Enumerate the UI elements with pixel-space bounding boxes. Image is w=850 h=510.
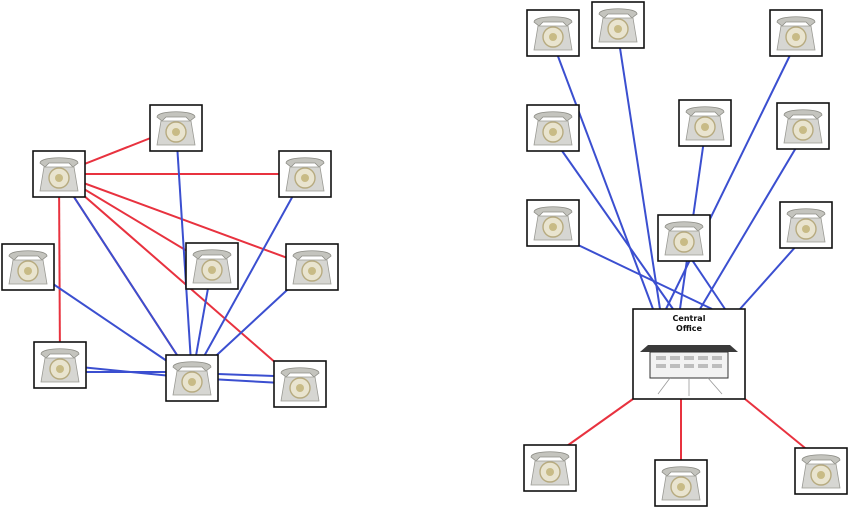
rotary-telephone-icon: [779, 201, 833, 249]
rotary-telephone-icon: [273, 360, 327, 408]
rotary-telephone-icon: [149, 104, 203, 152]
rotary-telephone-icon: [776, 102, 830, 150]
rotary-telephone-icon: [165, 354, 219, 402]
rotary-telephone-icon: [591, 1, 645, 49]
rotary-telephone-icon: [33, 341, 87, 389]
red-connection-line: [58, 173, 301, 385]
rotary-telephone-icon: [526, 9, 580, 57]
rotary-telephone-icon: [523, 444, 577, 492]
rotary-telephone-icon: [32, 150, 86, 198]
blue-connection-line: [699, 135, 804, 310]
rotary-telephone-icon: [185, 242, 239, 290]
blue-connection-line: [665, 42, 797, 310]
office-building-icon: [640, 345, 738, 396]
central-office: Central Office: [632, 308, 746, 400]
rotary-telephone-icon: [769, 9, 823, 57]
rotary-telephone-icon: [526, 104, 580, 152]
rotary-telephone-icon: [657, 214, 711, 262]
red-connection-line: [58, 173, 61, 366]
rotary-telephone-icon: [1, 243, 55, 291]
rotary-telephone-icon: [526, 199, 580, 247]
blue-connection-line: [552, 42, 654, 310]
rotary-telephone-icon: [654, 459, 708, 507]
blue-connection-line: [217, 373, 275, 377]
rotary-telephone-icon: [278, 150, 332, 198]
blue-connection-line: [617, 34, 661, 310]
red-connection-line: [58, 173, 313, 268]
rotary-telephone-icon: [285, 243, 339, 291]
blue-connection-line: [175, 127, 193, 379]
central-office-label-line1: Central: [673, 314, 706, 323]
blue-connection-line: [27, 266, 193, 379]
blue-connection-line: [191, 173, 306, 379]
blue-connection-line: [58, 173, 193, 379]
rotary-telephone-icon: [678, 99, 732, 147]
central-office-label-line2: Office: [676, 324, 702, 333]
rotary-telephone-icon: [794, 447, 848, 495]
